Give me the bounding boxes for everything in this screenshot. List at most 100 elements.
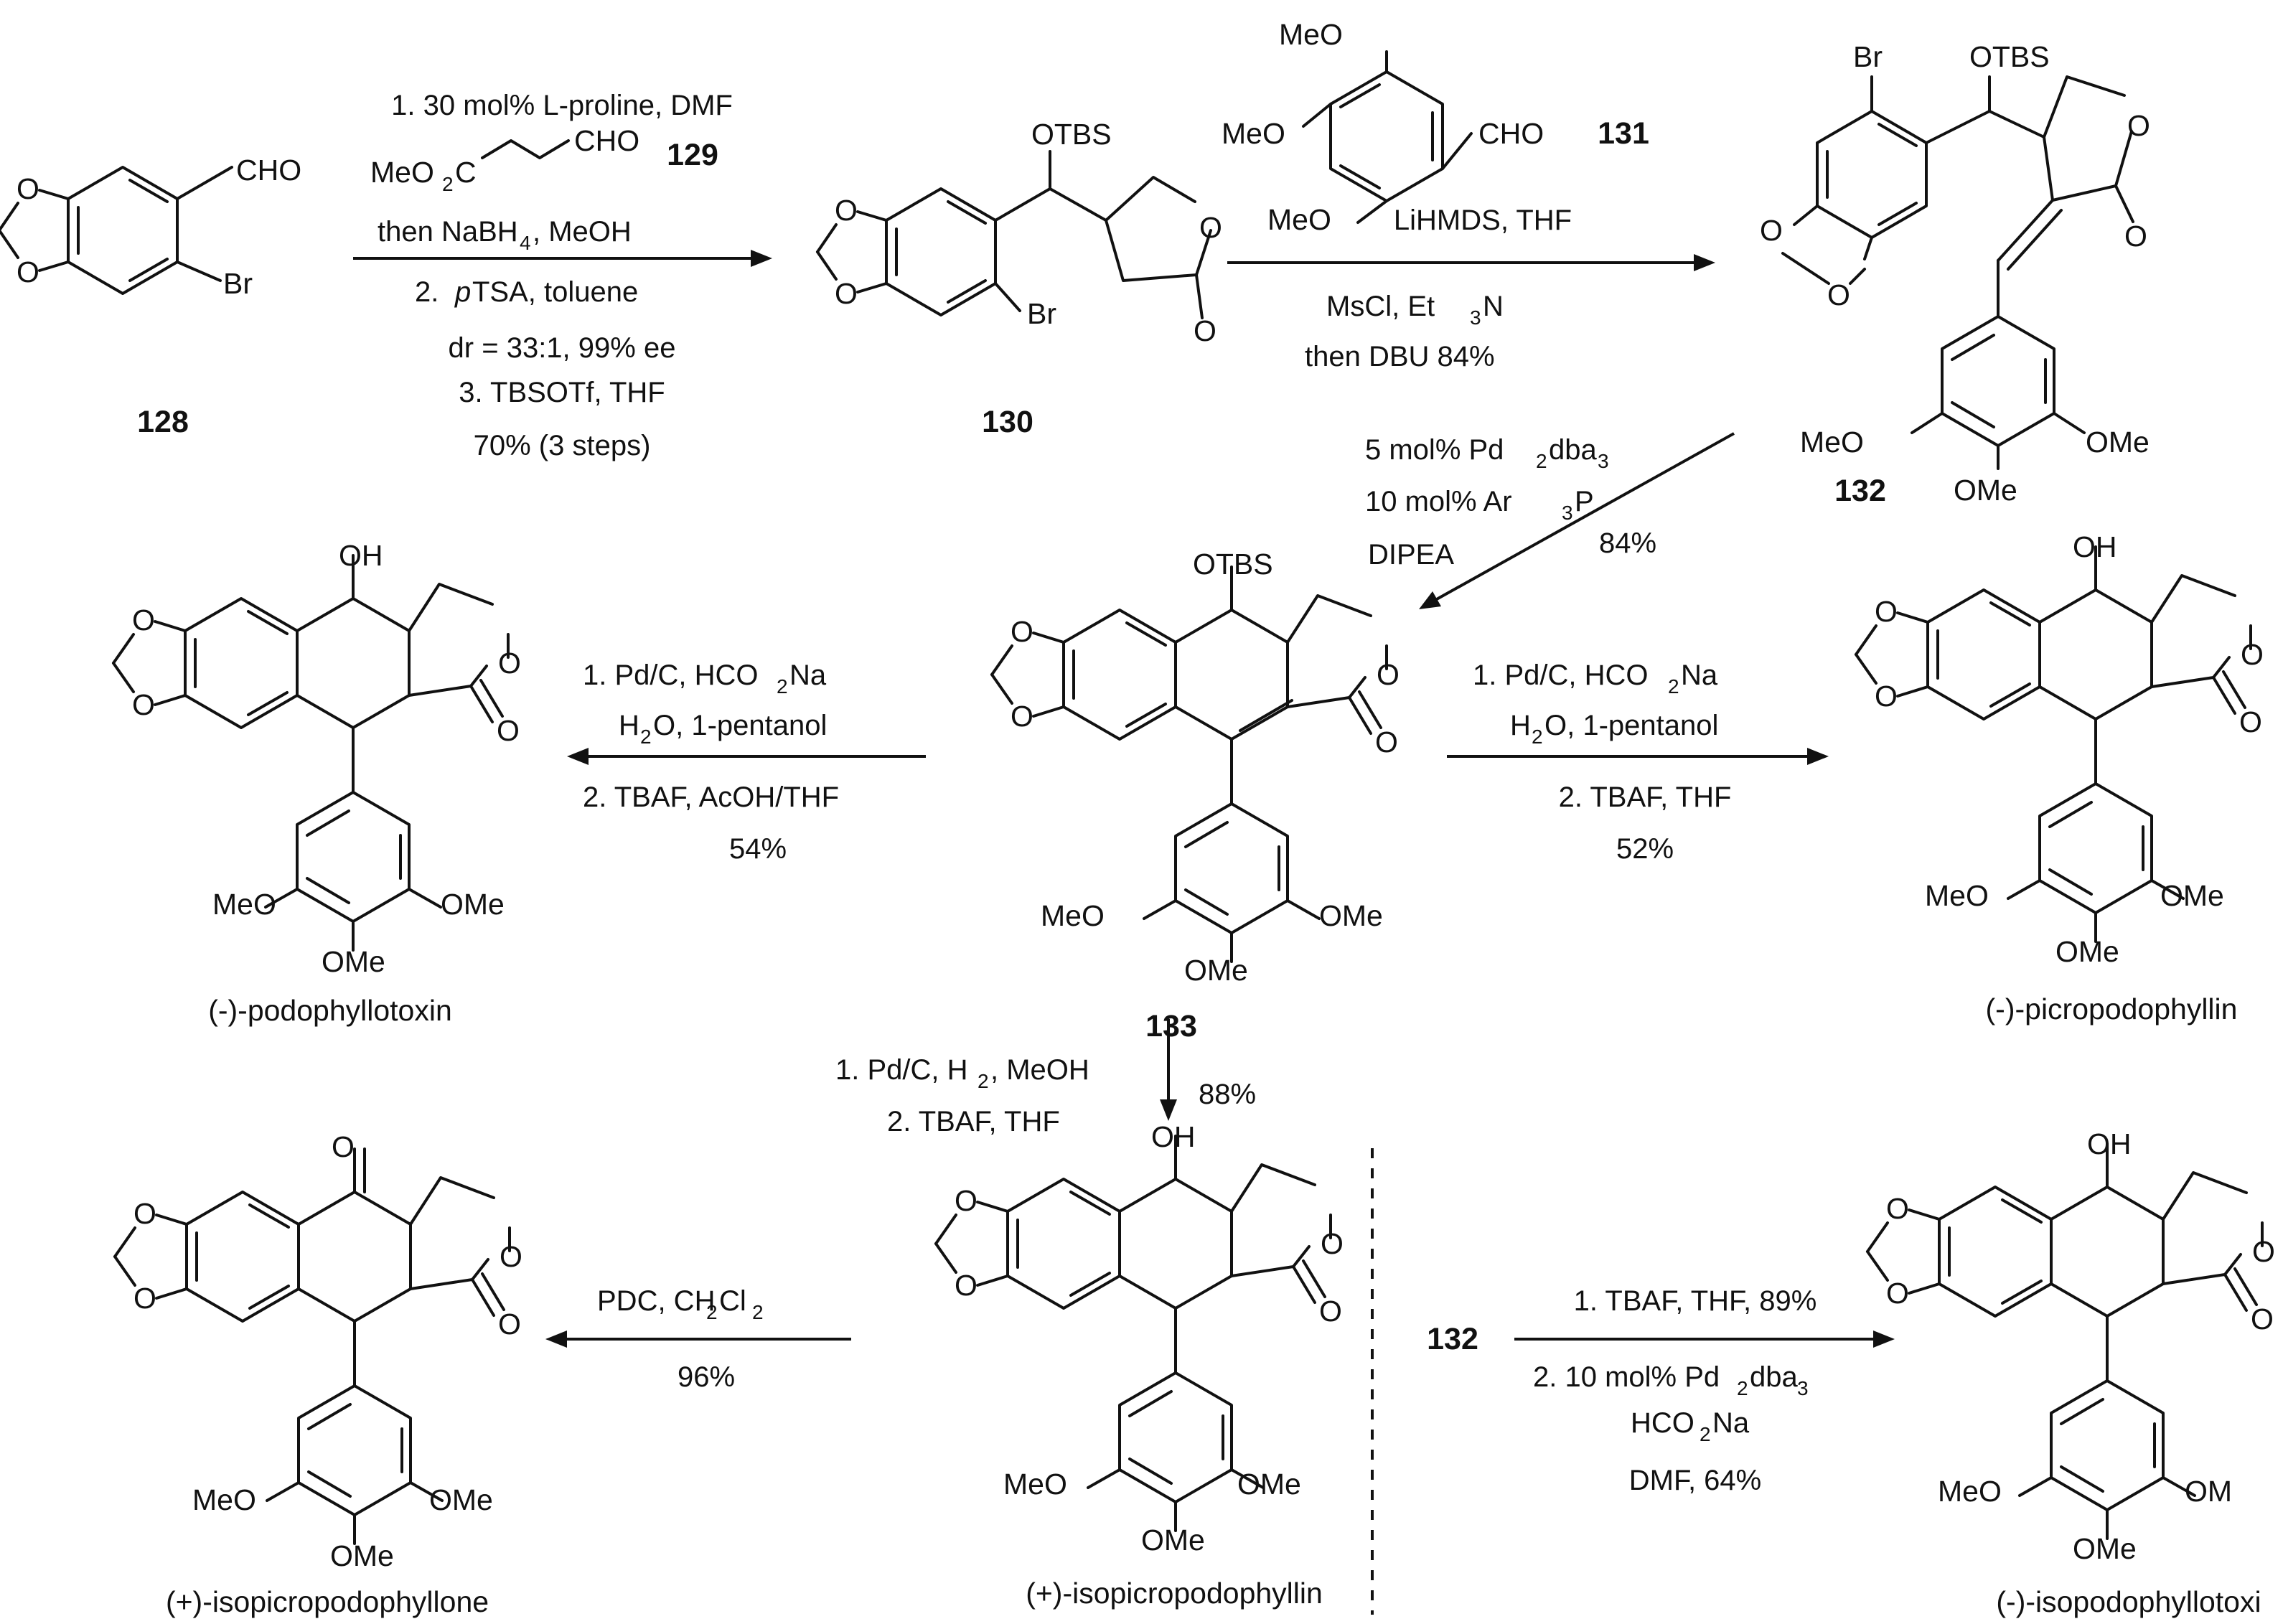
- svg-text:OMe: OMe: [2073, 1532, 2137, 1565]
- svg-text:MeO: MeO: [192, 1483, 256, 1516]
- step-3-conditions: 5 mol% Pd 2 dba 3 10 mol% Ar 3 P DIPEA 8…: [1365, 434, 1656, 571]
- svg-text:TSA, toluene: TSA, toluene: [472, 276, 638, 308]
- svg-text:dr = 33:1, 99% ee: dr = 33:1, 99% ee: [449, 332, 676, 364]
- name-isopicropodophyllin: (+)-isopicropodophyllin: [1026, 1577, 1323, 1610]
- svg-text:2: 2: [1532, 726, 1543, 748]
- svg-text:O, 1-pentanol: O, 1-pentanol: [653, 710, 827, 741]
- svg-text:DIPEA: DIPEA: [1368, 539, 1454, 571]
- svg-text:2: 2: [442, 173, 454, 195]
- oh-label: OH: [339, 539, 383, 572]
- svg-text:4: 4: [520, 232, 531, 254]
- br-label: Br: [223, 267, 253, 300]
- svg-text:PDC, CH: PDC, CH: [597, 1285, 715, 1317]
- svg-text:10 mol% Ar: 10 mol% Ar: [1365, 486, 1512, 517]
- svg-text:O: O: [2127, 109, 2150, 142]
- step-6-conditions: 1. Pd/C, H 2 , MeOH 2. TBAF, THF 88%: [835, 1054, 1256, 1137]
- name-isopicropodophyllone: (+)-isopicropodophyllone: [166, 1585, 489, 1618]
- svg-text:O, 1-pentanol: O, 1-pentanol: [1544, 710, 1718, 741]
- svg-text:2. TBAF, THF: 2. TBAF, THF: [1559, 782, 1732, 813]
- svg-text:OMe: OMe: [1184, 954, 1248, 987]
- svg-text:2: 2: [1700, 1423, 1711, 1445]
- svg-text:3. TBSOTf, THF: 3. TBSOTf, THF: [459, 377, 665, 408]
- svg-text:2: 2: [640, 726, 652, 748]
- svg-text:MeO: MeO: [212, 888, 276, 921]
- svg-text:1. 30 mol% L-proline, DMF: 1. 30 mol% L-proline, DMF: [391, 90, 733, 121]
- svg-text:, MeOH: , MeOH: [533, 216, 632, 248]
- svg-text:Na: Na: [1712, 1407, 1750, 1439]
- svg-text:MeO: MeO: [1279, 18, 1343, 51]
- ketone-o-label: O: [332, 1130, 355, 1163]
- compound-130: O O O O OTBS Br: [816, 118, 1222, 347]
- compound-number-132-ref: 132: [1427, 1322, 1478, 1356]
- svg-text:3: 3: [1797, 1377, 1809, 1399]
- svg-text:O: O: [835, 277, 858, 310]
- compound-number-128: 128: [137, 405, 189, 439]
- svg-text:OMe: OMe: [2160, 879, 2224, 912]
- compound-number-130: 130: [982, 405, 1033, 439]
- svg-text:OMe: OMe: [1954, 474, 2017, 507]
- svg-text:MeO: MeO: [1041, 899, 1105, 932]
- compound-number-129: 129: [667, 138, 718, 172]
- svg-text:N: N: [1483, 291, 1504, 322]
- svg-text:3: 3: [1562, 502, 1573, 524]
- step-5-conditions: 1. Pd/C, HCO 2 Na H 2 O, 1-pentanol 2. T…: [1473, 660, 1731, 865]
- svg-text:MeO: MeO: [1938, 1475, 2002, 1508]
- svg-text:O: O: [17, 172, 39, 205]
- br-label: Br: [1027, 297, 1056, 330]
- svg-text:DMF, 64%: DMF, 64%: [1629, 1465, 1762, 1496]
- svg-text:Na: Na: [1681, 660, 1718, 691]
- svg-text:2: 2: [706, 1301, 718, 1323]
- svg-text:OMe: OMe: [1141, 1524, 1205, 1557]
- otbs-label: OTBS: [1193, 548, 1273, 581]
- compound-132: O O O O Br OTBS MeO OMe OMe: [1760, 40, 2150, 507]
- svg-text:1. Pd/C, HCO: 1. Pd/C, HCO: [583, 660, 759, 691]
- svg-text:MsCl, Et: MsCl, Et: [1326, 291, 1435, 322]
- svg-text:MeO: MeO: [370, 156, 434, 189]
- svg-text:O: O: [1760, 214, 1783, 247]
- svg-text:84%: 84%: [1599, 527, 1656, 559]
- svg-text:70% (3 steps): 70% (3 steps): [474, 430, 651, 461]
- svg-text:MeO: MeO: [1925, 879, 1989, 912]
- svg-text:OMe: OMe: [2055, 935, 2119, 968]
- svg-text:HCO: HCO: [1631, 1407, 1694, 1439]
- step-2-conditions: LiHMDS, THF MsCl, Et 3 N then DBU 84%: [1305, 205, 1572, 372]
- svg-text:1. Pd/C, H: 1. Pd/C, H: [835, 1054, 968, 1086]
- otbs-label: OTBS: [1969, 40, 2050, 73]
- svg-text:MeO: MeO: [1800, 426, 1864, 459]
- svg-text:dba: dba: [1750, 1361, 1798, 1393]
- svg-text:O: O: [1827, 278, 1850, 311]
- svg-text:LiHMDS, THF: LiHMDS, THF: [1394, 205, 1572, 236]
- compound-128: O O CHO Br: [0, 154, 301, 300]
- compound-number-132: 132: [1834, 474, 1886, 508]
- svg-text:2. TBAF, AcOH/THF: 2. TBAF, AcOH/THF: [583, 782, 839, 813]
- compound-number-133: 133: [1145, 1009, 1197, 1043]
- svg-text:H: H: [1510, 710, 1531, 741]
- svg-text:p: p: [454, 276, 471, 308]
- arrow-step-3: [1435, 432, 1735, 601]
- svg-text:MeO: MeO: [1267, 203, 1331, 236]
- svg-text:52%: 52%: [1616, 833, 1674, 865]
- svg-text:MeO: MeO: [1003, 1468, 1067, 1501]
- svg-text:3: 3: [1598, 450, 1609, 472]
- svg-text:OMe: OMe: [429, 1483, 493, 1516]
- oh-label: OH: [2087, 1127, 2132, 1160]
- compound-isopicropodophyllone: [113, 1147, 522, 1545]
- svg-text:2. 10 mol% Pd: 2. 10 mol% Pd: [1533, 1361, 1720, 1393]
- svg-text:then NaBH: then NaBH: [378, 216, 518, 248]
- svg-text:2: 2: [1737, 1377, 1748, 1399]
- svg-text:96%: 96%: [678, 1361, 735, 1393]
- svg-text:2: 2: [978, 1070, 989, 1092]
- step-7-conditions: PDC, CH 2 Cl 2 96%: [597, 1285, 764, 1393]
- svg-text:2: 2: [777, 675, 788, 698]
- compound-133: [990, 565, 1400, 963]
- svg-text:OMe: OMe: [441, 888, 505, 921]
- svg-text:2: 2: [1668, 675, 1679, 698]
- svg-text:OM: OM: [2185, 1475, 2232, 1508]
- svg-text:OMe: OMe: [1319, 899, 1383, 932]
- svg-text:OMe: OMe: [1237, 1468, 1301, 1501]
- svg-text:O: O: [1199, 211, 1222, 244]
- name-picropodophyllin: (-)-picropodophyllin: [1986, 992, 2238, 1025]
- br-label: Br: [1853, 40, 1883, 73]
- svg-text:3: 3: [1470, 306, 1481, 329]
